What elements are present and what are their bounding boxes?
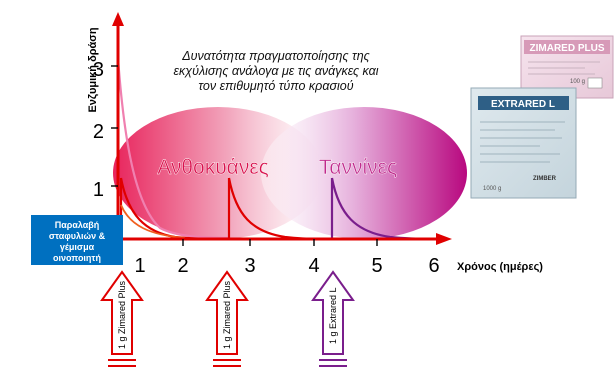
dose-arrow-1-label: 1 g Zimared Plus (117, 280, 127, 349)
anthocyanins-label: Ανθοκυάνες (157, 156, 269, 179)
y-axis-arrowhead (112, 12, 124, 26)
extrared-l-package-title: EXTRARED L (491, 99, 555, 110)
start-box (31, 215, 123, 265)
x-tick-5: 5 (371, 255, 382, 277)
pink-activity-curve (116, 57, 231, 240)
y-tick-2: 2 (93, 121, 104, 143)
x-tick-6: 6 (428, 255, 439, 277)
anthocyanins-region (113, 107, 323, 239)
start-box-line-4: οινοποιητή (53, 253, 101, 263)
x-tick-3: 3 (244, 255, 255, 277)
tannins-region (261, 107, 467, 239)
caption-line-2: εκχύλισης ανάλογα με τις ανάγκες και (174, 64, 379, 78)
first-dose-orange-curve (120, 204, 186, 239)
dose-arrow-1: 1 g Zimared Plus (100, 270, 144, 367)
y-tick-1: 1 (93, 179, 104, 201)
x-tick-1: 1 (134, 255, 145, 277)
dose-arrow-3: 1 g Extrared L (311, 270, 355, 367)
extrared-l-brand: ZIMBER (533, 176, 557, 182)
extrared-l-package-image: EXTRARED L ZIMBER 1000 g (470, 87, 577, 199)
x-axis-arrowhead (436, 233, 452, 245)
x-axis-label: Χρόνος (ημέρες) (457, 261, 543, 273)
x-tick-marks (182, 239, 378, 246)
dose-arrow-2: 1 g Zimared Plus (205, 270, 249, 367)
zimared-plus-weight: 100 g (570, 79, 585, 85)
y-tick-3: 3 (93, 59, 104, 81)
caption-line-3: τον επιθυμητό τύπο κρασιού (198, 79, 353, 93)
y-axis-label: Ενζυμική δράση (87, 27, 99, 112)
zimared-plus-package-title: ZIMARED PLUS (530, 43, 605, 54)
dose-arrow-2-label: 1 g Zimared Plus (222, 280, 232, 349)
x-tick-4: 4 (308, 255, 319, 277)
caption-line-1: Δυνατότητα πραγματοποίησης της (181, 49, 370, 63)
tannins-label: Ταννίνες (319, 156, 397, 179)
extrared-l-weight: 1000 g (483, 186, 501, 192)
x-tick-2: 2 (177, 255, 188, 277)
start-box-line-1: Παραλαβή (55, 220, 100, 230)
start-box-line-2: σταφυλιών & (49, 231, 106, 241)
dose-arrow-3-label: 1 g Extrared L (328, 287, 338, 344)
y-tick-marks (111, 65, 118, 187)
start-box-line-3: γέμισμα (60, 242, 95, 252)
